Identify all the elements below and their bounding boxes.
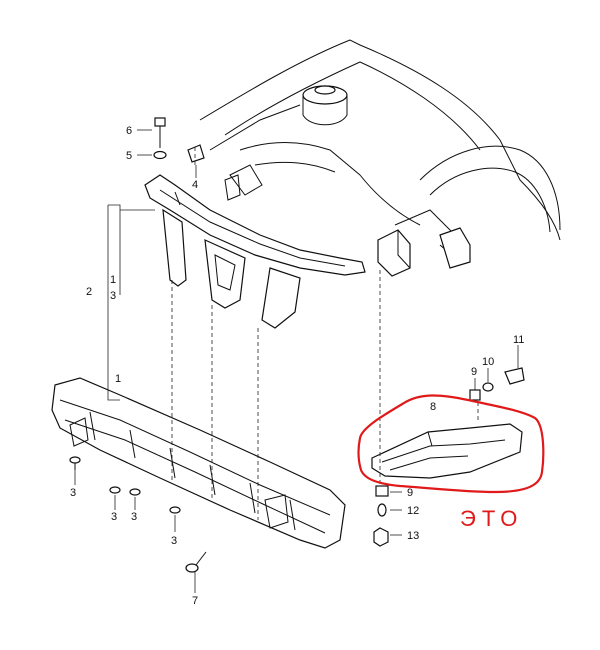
callout-3-mid-b: 3 [131, 511, 137, 523]
callout-12: 12 [407, 505, 419, 517]
highlight-outline [357, 394, 545, 494]
splash-shield [371, 423, 523, 479]
callout-10: 10 [482, 356, 494, 368]
callout-9-top: 9 [471, 366, 477, 378]
callout-3-mid-c: 3 [171, 535, 177, 547]
callout-1-bumper: 1 [115, 373, 121, 385]
red-annotation: ЭТО [460, 506, 523, 531]
callout-7: 7 [192, 595, 198, 607]
callout-3-top: 3 [110, 290, 116, 302]
car-body-front [199, 39, 561, 277]
callout-5: 5 [126, 150, 132, 162]
callout-4: 4 [192, 179, 198, 191]
assembly-lines [171, 145, 479, 520]
callout-11: 11 [513, 334, 524, 346]
callout-3-left: 3 [70, 487, 76, 499]
callout-1-top: 1 [110, 274, 116, 286]
callout-numbers: 6 5 4 2 1 3 1 3 3 3 3 3 7 9 10 11 8 9 12… [70, 125, 524, 607]
bumper-reinforcement [51, 377, 346, 549]
callout-13: 13 [407, 530, 419, 542]
callout-6: 6 [126, 125, 132, 137]
callout-3-mid-a: 3 [111, 511, 117, 523]
leader-lines [74, 129, 519, 593]
callout-8: 8 [430, 401, 436, 413]
radiator-support [144, 144, 366, 329]
callout-2: 2 [86, 286, 92, 298]
fasteners [69, 117, 525, 573]
callout-9-bottom: 9 [407, 487, 413, 499]
